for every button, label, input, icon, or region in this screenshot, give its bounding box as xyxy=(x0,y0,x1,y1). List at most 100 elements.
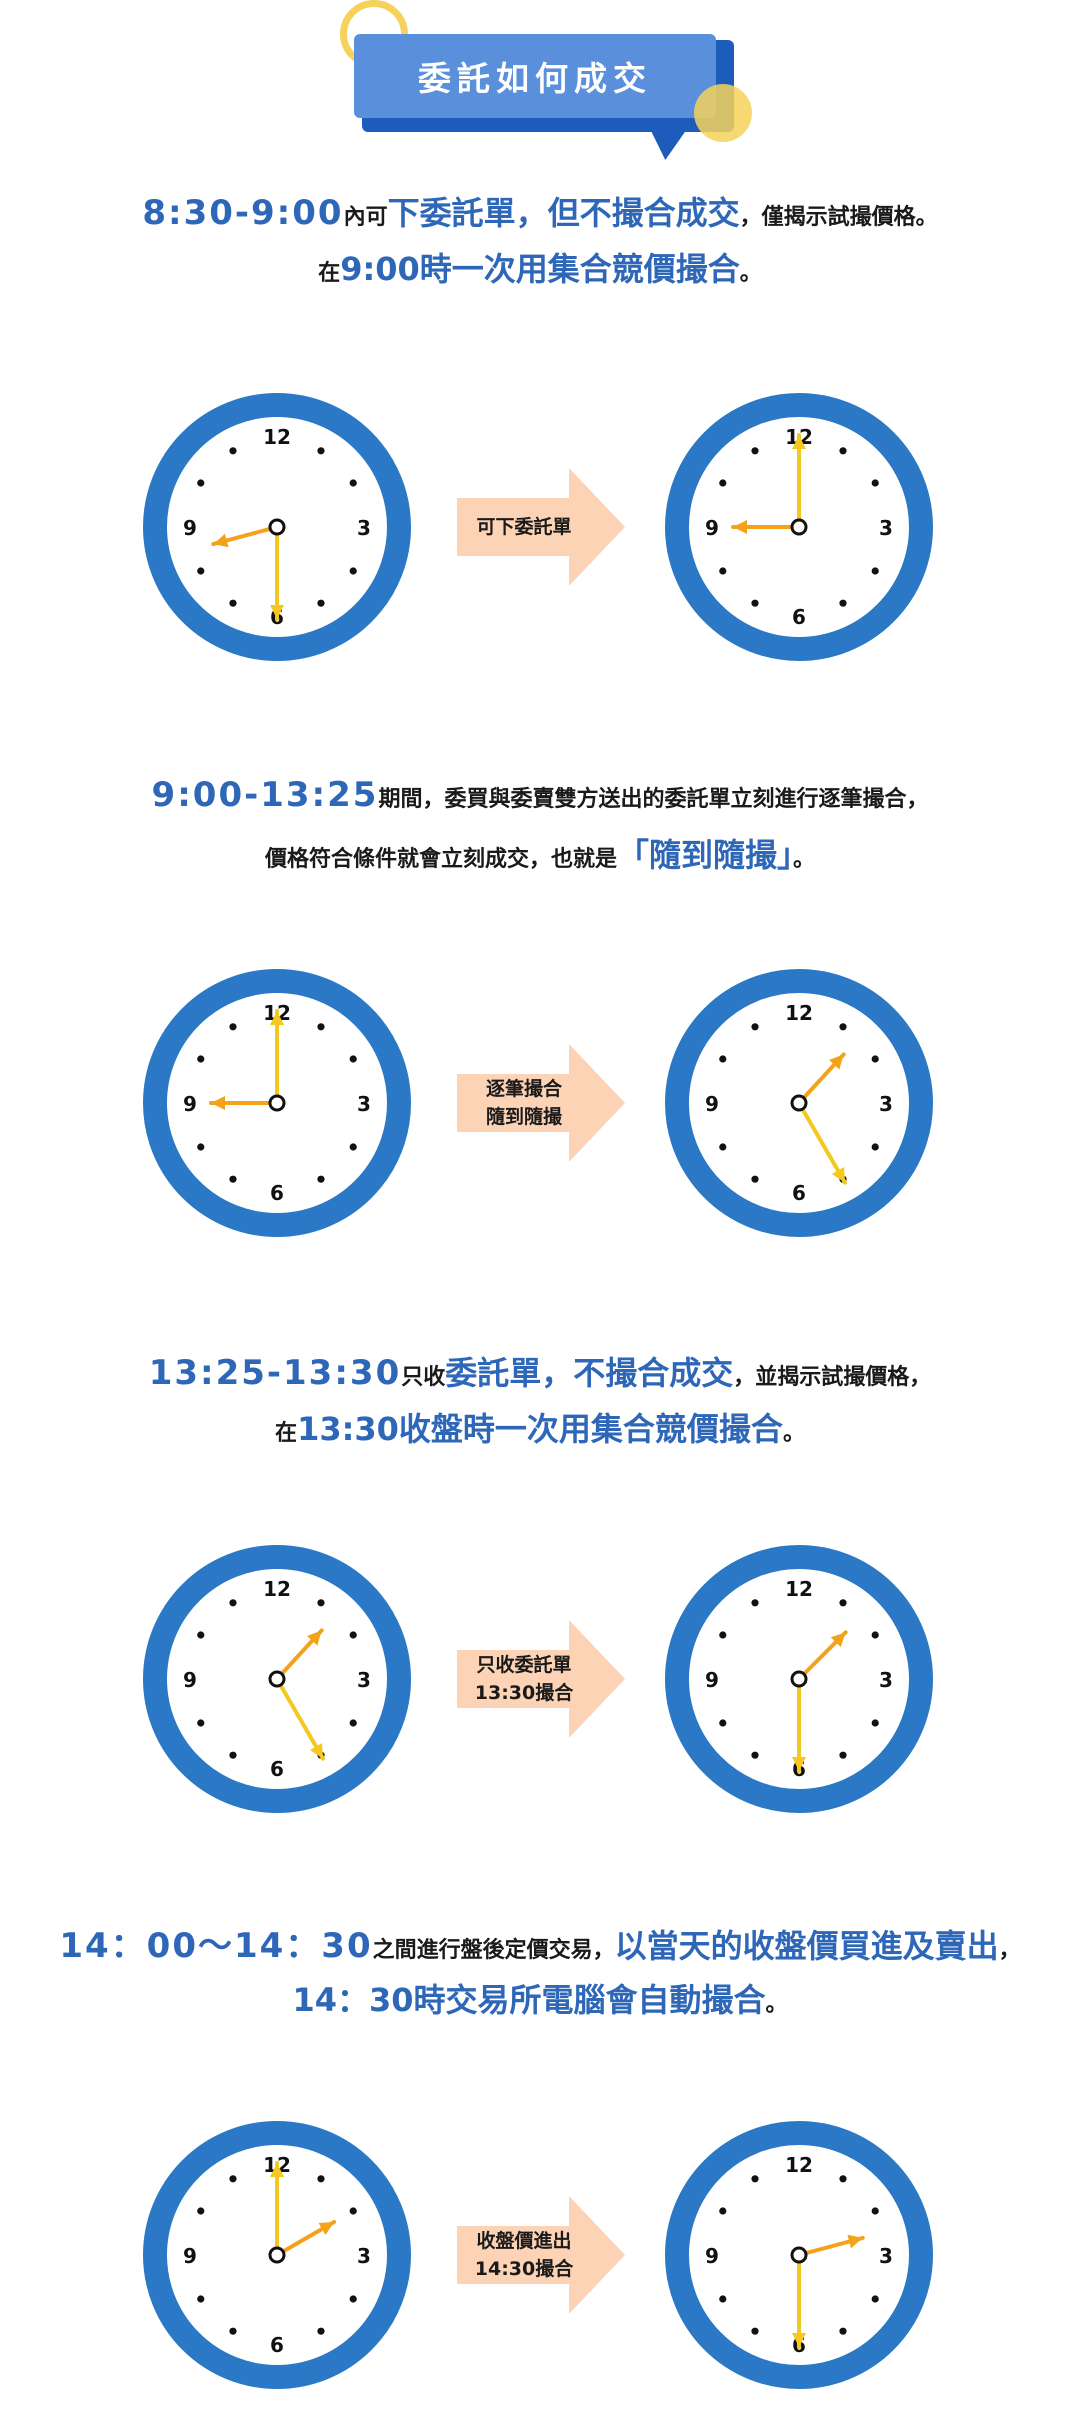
section-1-text: 8:30-9:00內可下委託單，但不撮合成交，僅揭示試撮價格。 在9:00時一次… xyxy=(142,193,938,288)
clock-number-3: 3 xyxy=(357,1668,371,1692)
tick-dot xyxy=(751,599,759,607)
arrow-shape xyxy=(457,1044,625,1162)
tick-dot xyxy=(349,1631,357,1639)
tick-dot xyxy=(197,479,205,487)
tick-dot xyxy=(839,1023,847,1031)
clock-number-12: 12 xyxy=(785,2153,813,2177)
tick-dot xyxy=(349,2295,357,2303)
minute-hand xyxy=(792,2253,806,2349)
hour-hand xyxy=(209,1096,279,1110)
tick-dot xyxy=(871,2295,879,2303)
minute-hand xyxy=(270,2161,284,2257)
transition-arrow-1: 可下委託單 xyxy=(457,468,627,586)
tick-dot xyxy=(751,2327,759,2335)
tick-dot xyxy=(317,2327,325,2335)
minute-hand xyxy=(797,1101,847,1185)
minute-hand xyxy=(275,1677,325,1761)
tick-dot xyxy=(197,1719,205,1727)
clock-number-9: 9 xyxy=(705,1092,719,1116)
section-3-time: 13:25-13:30 xyxy=(148,1353,402,1393)
clock-number-6: 6 xyxy=(270,1757,284,1781)
tick-dot xyxy=(197,1143,205,1151)
clock-number-3: 3 xyxy=(357,516,371,540)
tick-dot xyxy=(349,1719,357,1727)
tick-dot xyxy=(229,2327,237,2335)
tick-dot xyxy=(871,1719,879,1727)
clock-number-3: 3 xyxy=(879,516,893,540)
arrow-label-line1: 可下委託單 xyxy=(476,516,572,538)
tick-dot xyxy=(839,2327,847,2335)
tick-dot xyxy=(871,1143,879,1151)
transition-arrow-3: 只收委託單 13:30撮合 xyxy=(457,1620,627,1738)
tick-dot xyxy=(871,2207,879,2215)
tick-dot xyxy=(349,567,357,575)
minute-hand xyxy=(792,1677,806,1773)
tick-dot xyxy=(197,2295,205,2303)
minute-hand xyxy=(270,1009,284,1105)
clock-number-12: 12 xyxy=(263,1577,291,1601)
tick-dot xyxy=(317,447,325,455)
tick-dot xyxy=(719,1143,727,1151)
tick-dot xyxy=(197,1055,205,1063)
clock-number-9: 9 xyxy=(183,2244,197,2268)
section-4-time: 14：00〜14：30 xyxy=(59,1926,373,1966)
arrow-shape xyxy=(457,468,625,586)
section-4-text: 14：00〜14：30之間進行盤後定價交易，以當天的收盤價買進及賣出， 14：3… xyxy=(59,1926,1021,2019)
tick-dot xyxy=(719,1631,727,1639)
hour-hand xyxy=(275,2220,337,2257)
clock-number-3: 3 xyxy=(879,1092,893,1116)
hour-hand xyxy=(797,1630,848,1681)
tick-dot xyxy=(839,447,847,455)
tick-dot xyxy=(839,1599,847,1607)
clock-center xyxy=(268,2246,286,2264)
tick-dot xyxy=(751,1751,759,1759)
clock-number-12: 12 xyxy=(785,1577,813,1601)
clock-center xyxy=(790,518,808,536)
clock-number-6: 6 xyxy=(792,1181,806,1205)
tick-dot xyxy=(839,599,847,607)
tick-dot xyxy=(317,1175,325,1183)
minute-hand xyxy=(792,433,806,529)
arrow-label-line1: 收盤價進出 xyxy=(476,2230,572,2252)
title-badge: 委託如何成交 xyxy=(340,0,760,165)
tick-dot xyxy=(751,1599,759,1607)
clock-number-6: 6 xyxy=(792,605,806,629)
clock-number-12: 12 xyxy=(263,425,291,449)
clock-number-9: 9 xyxy=(183,516,197,540)
arrow-shape xyxy=(457,1620,625,1738)
tick-dot xyxy=(349,2207,357,2215)
tick-dot xyxy=(871,1631,879,1639)
transition-arrow-2: 逐筆撮合 隨到隨撮 xyxy=(457,1044,627,1162)
tick-dot xyxy=(229,599,237,607)
tick-dot xyxy=(229,1023,237,1031)
clock-number-9: 9 xyxy=(705,516,719,540)
tick-dot xyxy=(317,599,325,607)
decor-dot xyxy=(694,84,752,142)
tick-dot xyxy=(197,1631,205,1639)
tick-dot xyxy=(751,2175,759,2183)
section-2-time: 9:00-13:25 xyxy=(151,775,379,815)
hour-hand xyxy=(797,1052,846,1105)
clock-number-9: 9 xyxy=(183,1668,197,1692)
tick-dot xyxy=(719,567,727,575)
arrow-label-line2: 14:30撮合 xyxy=(474,2258,574,2280)
tick-dot xyxy=(751,1023,759,1031)
tick-dot xyxy=(229,1599,237,1607)
tick-dot xyxy=(317,2175,325,2183)
clock-number-6: 6 xyxy=(270,2333,284,2357)
tick-dot xyxy=(349,479,357,487)
arrow-label-line2: 13:30撮合 xyxy=(474,1682,574,1704)
tick-dot xyxy=(871,479,879,487)
tick-dot xyxy=(871,567,879,575)
tick-dot xyxy=(197,2207,205,2215)
clock-number-9: 9 xyxy=(705,2244,719,2268)
tick-dot xyxy=(839,1751,847,1759)
